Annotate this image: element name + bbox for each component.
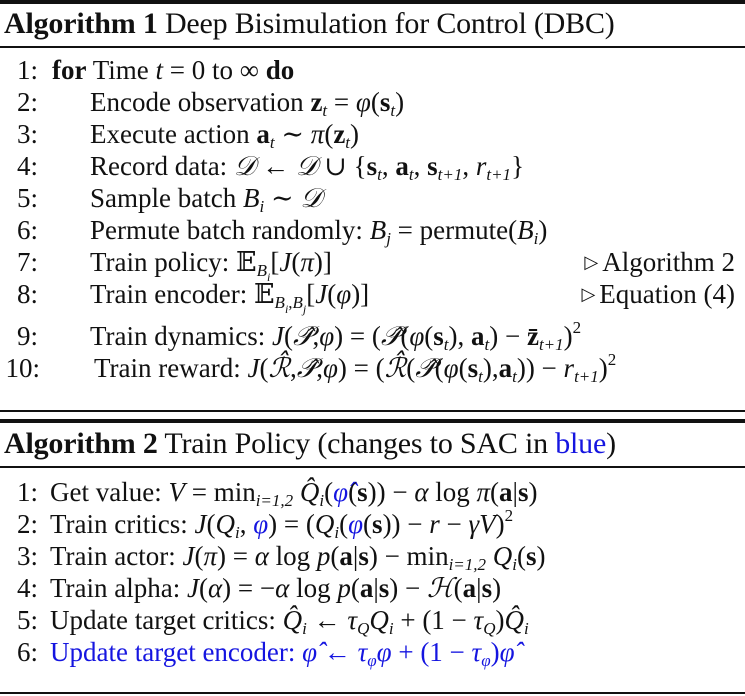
top-rule — [0, 0, 745, 4]
alg2-line-3: 3: Train actor: J(π) = α log p(a|s) − mi… — [0, 541, 745, 573]
algorithm2-label: Algorithm 2 — [4, 427, 158, 460]
algorithm2-header-rule — [0, 466, 745, 468]
line-number: 4: — [16, 151, 38, 181]
line-number: 2: — [16, 87, 38, 117]
algorithm2-header: Algorithm 2 Train Policy (changes to SAC… — [4, 427, 616, 461]
triangle-icon: ▷ — [584, 252, 599, 272]
line-content: Sample batch Bi ∼ 𝒟 — [90, 183, 322, 216]
line-content: Train encoder: 𝔼Bi,Bj[J(φ)] — [90, 279, 370, 316]
alg1-line-9: 9: Train dynamics: J(𝒫̂,φ) = (𝒫̂(φ(st), … — [0, 318, 745, 354]
alg1-line-1: 1: for Time t = 0 to ∞ do — [0, 55, 745, 87]
line-number: 1: — [16, 55, 38, 85]
line-content: Train critics: J(Qi, φ) = (Qi(φ(s)) − r … — [50, 506, 514, 542]
alg1-line-2: 2: Encode observation zt = φ(st) — [0, 87, 745, 119]
line-content: Update target encoder: φ̂ ← τφφ + (1 − τ… — [50, 637, 515, 670]
alg1-line-6: 6: Permute batch randomly: Bj = permute(… — [0, 215, 745, 247]
alg1-line-7: 7: Train policy: 𝔼Bi[J(π)] ▷Algorithm 2 — [0, 247, 745, 284]
line-content: Get value: V = mini=1,2 Q̂i(φ̂(s)) − α l… — [50, 477, 538, 510]
line-number: 3: — [16, 119, 38, 149]
line-content: Train policy: 𝔼Bi[J(π)] — [90, 247, 332, 284]
line-content: Train reward: J(ℛ̂,𝒫̂,φ) = (ℛ̂(𝒫̂(φ(st),… — [94, 350, 617, 386]
line-number: 6: — [16, 637, 38, 667]
header-rule — [0, 46, 745, 48]
line-number: 9: — [16, 321, 38, 351]
alg1-line-4: 4: Record data: 𝒟 ← 𝒟 ∪ {st, at, st+1, r… — [0, 151, 745, 183]
triangle-icon: ▷ — [581, 284, 596, 304]
alg1-line-8: 8: Train encoder: 𝔼Bi,Bj[J(φ)] ▷Equation… — [0, 279, 745, 316]
algorithm2-top-rule — [0, 419, 745, 423]
line-number: 1: — [16, 477, 38, 507]
line-number: 5: — [16, 605, 38, 635]
alg2-line-6: 6: Update target encoder: φ̂ ← τφφ + (1 … — [0, 637, 745, 669]
alg2-line-1: 1: Get value: V = mini=1,2 Q̂i(φ̂(s)) − … — [0, 477, 745, 509]
line-content: Permute batch randomly: Bj = permute(Bi) — [90, 215, 548, 248]
alg2-line-4: 4: Train alpha: J(α) = −α log p(a|s) − ℋ… — [0, 573, 745, 605]
alg1-line-3: 3: Execute action at ∼ π(zt) — [0, 119, 745, 151]
line-content: Execute action at ∼ π(zt) — [90, 119, 360, 152]
algorithm1-label: Algorithm 1 — [4, 7, 158, 40]
line-content: Record data: 𝒟 ← 𝒟 ∪ {st, at, st+1, rt+1… — [90, 151, 525, 184]
line-comment: ▷Equation (4) — [581, 279, 735, 309]
alg2-line-5: 5: Update target critics: Q̂i ← τQQi + (… — [0, 605, 745, 637]
line-content: Train actor: J(π) = α log p(a|s) − mini=… — [50, 541, 546, 574]
line-number: 8: — [16, 279, 38, 309]
alg1-line-5: 5: Sample batch Bi ∼ 𝒟 — [0, 183, 745, 215]
algorithm1-title: Deep Bisimulation for Control (DBC) — [164, 7, 615, 40]
line-number: 4: — [16, 573, 38, 603]
algorithm2-bottom-rule — [0, 692, 745, 694]
line-content: Update target critics: Q̂i ← τQQi + (1 −… — [50, 605, 529, 638]
algorithm1-bottom-rule — [0, 410, 745, 412]
line-number: 5: — [16, 183, 38, 213]
line-comment: ▷Algorithm 2 — [584, 247, 735, 277]
alg2-line-2: 2: Train critics: J(Qi, φ) = (Qi(φ(s)) −… — [0, 506, 745, 542]
algorithm2-title-blue: blue — [555, 427, 607, 460]
algorithm1-header: Algorithm 1 Deep Bisimulation for Contro… — [4, 7, 615, 41]
line-number: 2: — [16, 509, 38, 539]
alg1-line-10: 10: Train reward: J(ℛ̂,𝒫̂,φ) = (ℛ̂(𝒫̂(φ(… — [0, 350, 745, 386]
line-number: 10: — [5, 353, 40, 383]
algorithm2-title-suffix: ) — [606, 427, 616, 460]
line-content: Train alpha: J(α) = −α log p(a|s) − ℋ(a|… — [50, 573, 502, 603]
line-content: for Time t = 0 to ∞ do — [52, 55, 295, 85]
line-content: Train dynamics: J(𝒫̂,φ) = (𝒫̂(φ(st), at)… — [90, 318, 582, 354]
algorithm2-title-prefix: Train Policy (changes to SAC in — [164, 427, 556, 460]
line-number: 7: — [16, 247, 38, 277]
line-content: Encode observation zt = φ(st) — [90, 87, 405, 120]
line-number: 3: — [16, 541, 38, 571]
line-number: 6: — [16, 215, 38, 245]
